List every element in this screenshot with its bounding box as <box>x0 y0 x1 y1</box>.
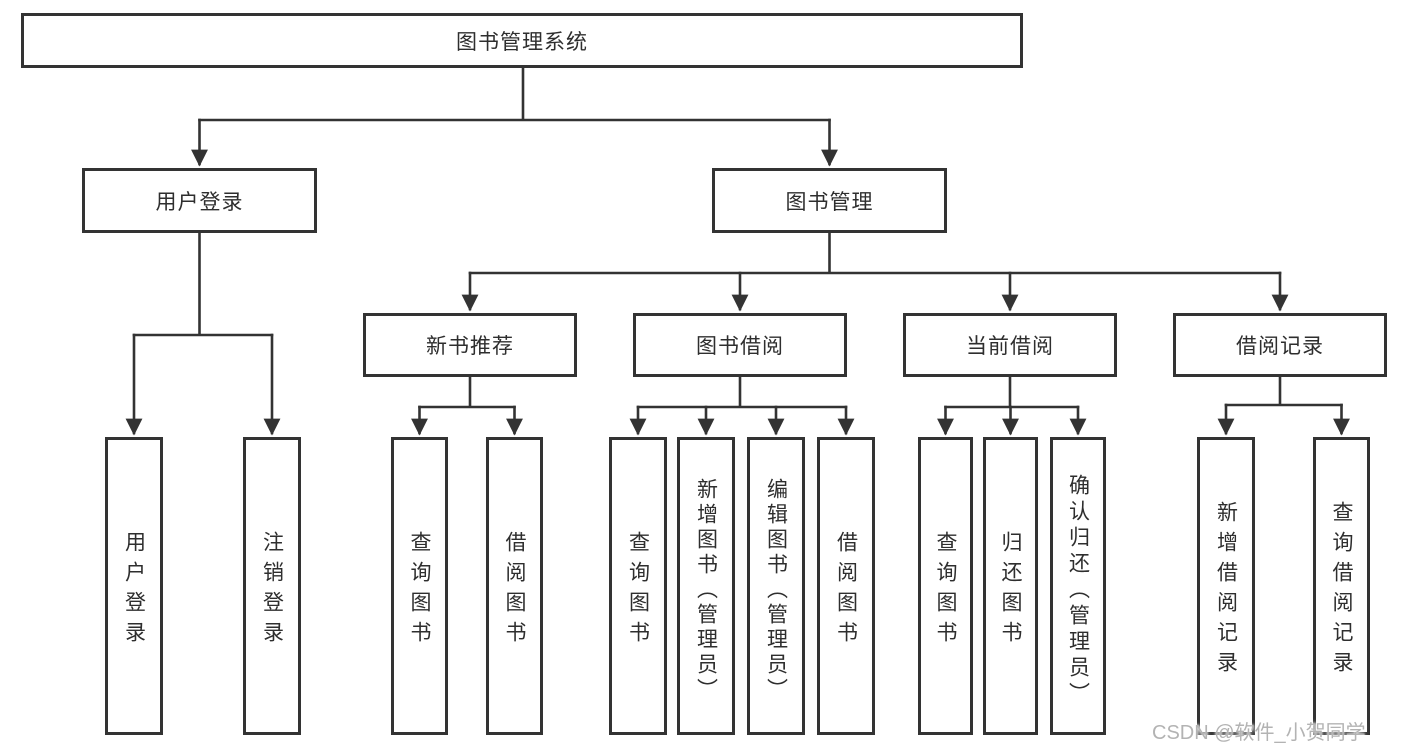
node-book-borrow: 图书借阅 <box>633 313 847 377</box>
connector-current-borrow-stem <box>944 375 1080 409</box>
node-current-borrow: 当前借阅 <box>903 313 1117 377</box>
connector-user-login-stem <box>132 231 274 337</box>
connector-new-books-stem <box>418 375 516 409</box>
node-book-borrow-label: 图书借阅 <box>696 335 784 358</box>
node-new-books: 新书推荐 <box>363 313 577 377</box>
node-leaf-borrow-books-borrow: 借阅图书 <box>817 437 875 735</box>
connector-book-borrow-stem <box>636 375 848 409</box>
node-leaf-query-books-current-label: 查询图书 <box>934 530 957 651</box>
node-leaf-edit-books-admin-label: 编辑图书（管理员） <box>764 478 788 703</box>
node-leaf-user-login-label: 用户登录 <box>122 530 146 651</box>
node-leaf-query-books-new: 查询图书 <box>391 437 448 735</box>
node-leaf-logout: 注销登录 <box>243 437 301 735</box>
node-leaf-query-books-current: 查询图书 <box>918 437 973 735</box>
node-book-mgmt-label: 图书管理 <box>785 190 874 214</box>
connector-book-mgmt-stem <box>468 231 1282 275</box>
node-borrow-records: 借阅记录 <box>1173 313 1387 377</box>
node-book-mgmt: 图书管理 <box>712 168 947 233</box>
node-leaf-borrow-books-new-label: 借阅图书 <box>503 530 526 651</box>
node-current-borrow-label: 当前借阅 <box>966 335 1054 358</box>
node-leaf-edit-books-admin: 编辑图书（管理员） <box>747 437 805 735</box>
node-user-login-label: 用户登录 <box>155 190 244 214</box>
node-leaf-return-books: 归还图书 <box>983 437 1038 735</box>
node-leaf-add-borrow-record: 新增借阅记录 <box>1197 437 1255 735</box>
node-leaf-query-books-borrow: 查询图书 <box>609 437 667 735</box>
node-leaf-add-books-admin: 新增图书（管理员） <box>677 437 735 735</box>
node-leaf-query-borrow-record: 查询借阅记录 <box>1313 437 1370 735</box>
node-borrow-records-label: 借阅记录 <box>1236 335 1324 358</box>
node-user-login: 用户登录 <box>82 168 317 233</box>
node-leaf-query-books-borrow-label: 查询图书 <box>626 530 650 651</box>
node-leaf-return-books-label: 归还图书 <box>999 530 1022 651</box>
node-leaf-add-books-admin-label: 新增图书（管理员） <box>694 478 718 703</box>
node-leaf-logout-label: 注销登录 <box>260 530 284 651</box>
node-leaf-query-borrow-record-label: 查询借阅记录 <box>1330 500 1353 681</box>
node-leaf-confirm-return-admin-label: 确认归还（管理员） <box>1066 473 1090 708</box>
node-leaf-user-login: 用户登录 <box>105 437 163 735</box>
connector-borrow-records-stem <box>1224 375 1343 407</box>
node-root-label: 图书管理系统 <box>456 30 588 54</box>
csdn-watermark: CSDN @软件_小贺同学 <box>1152 722 1366 744</box>
node-leaf-query-books-new-label: 查询图书 <box>408 530 431 651</box>
node-leaf-borrow-books-new: 借阅图书 <box>486 437 543 735</box>
node-new-books-label: 新书推荐 <box>426 335 514 358</box>
connector-root-stem <box>198 66 831 122</box>
node-leaf-borrow-books-borrow-label: 借阅图书 <box>834 530 858 651</box>
node-root: 图书管理系统 <box>21 13 1023 68</box>
node-leaf-add-borrow-record-label: 新增借阅记录 <box>1214 500 1238 681</box>
node-leaf-confirm-return-admin: 确认归还（管理员） <box>1050 437 1106 735</box>
